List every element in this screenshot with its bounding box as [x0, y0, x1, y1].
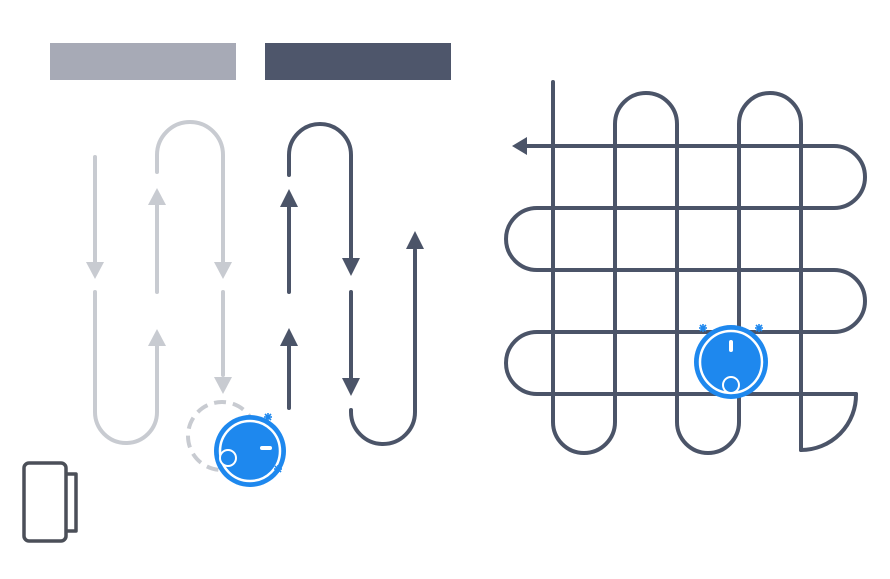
arrow-down-icon — [342, 378, 360, 396]
finish-curve — [799, 392, 859, 452]
arrow-up-icon — [406, 231, 424, 249]
previous-path — [93, 120, 225, 445]
arrow-up-icon — [280, 189, 298, 207]
robot-vacuum-icon — [694, 324, 768, 399]
arrow-up-icon — [280, 328, 298, 346]
vertical-passes — [551, 80, 803, 455]
robot-vacuum-icon — [214, 413, 286, 487]
grid-path — [504, 80, 867, 455]
legend-swatch-current-path — [265, 43, 451, 80]
previous-path-arrows — [86, 188, 232, 394]
legend-swatch-previous-path — [50, 43, 236, 80]
arrow-down-icon — [86, 262, 104, 279]
arrow-up-icon — [148, 329, 166, 346]
arrow-up-icon — [148, 188, 166, 205]
current-path-arrows — [280, 189, 424, 396]
charging-dock-icon — [22, 461, 78, 543]
path-segment — [349, 248, 417, 446]
arrow-left-icon — [512, 137, 527, 155]
arrow-down-icon — [342, 258, 360, 276]
arrow-down-icon — [214, 262, 232, 279]
horizontal-passes — [504, 144, 867, 396]
current-path — [287, 122, 417, 446]
path-segment — [287, 122, 353, 267]
path-segment — [155, 120, 225, 272]
arrow-down-icon — [214, 377, 232, 394]
path-segment — [93, 290, 159, 445]
